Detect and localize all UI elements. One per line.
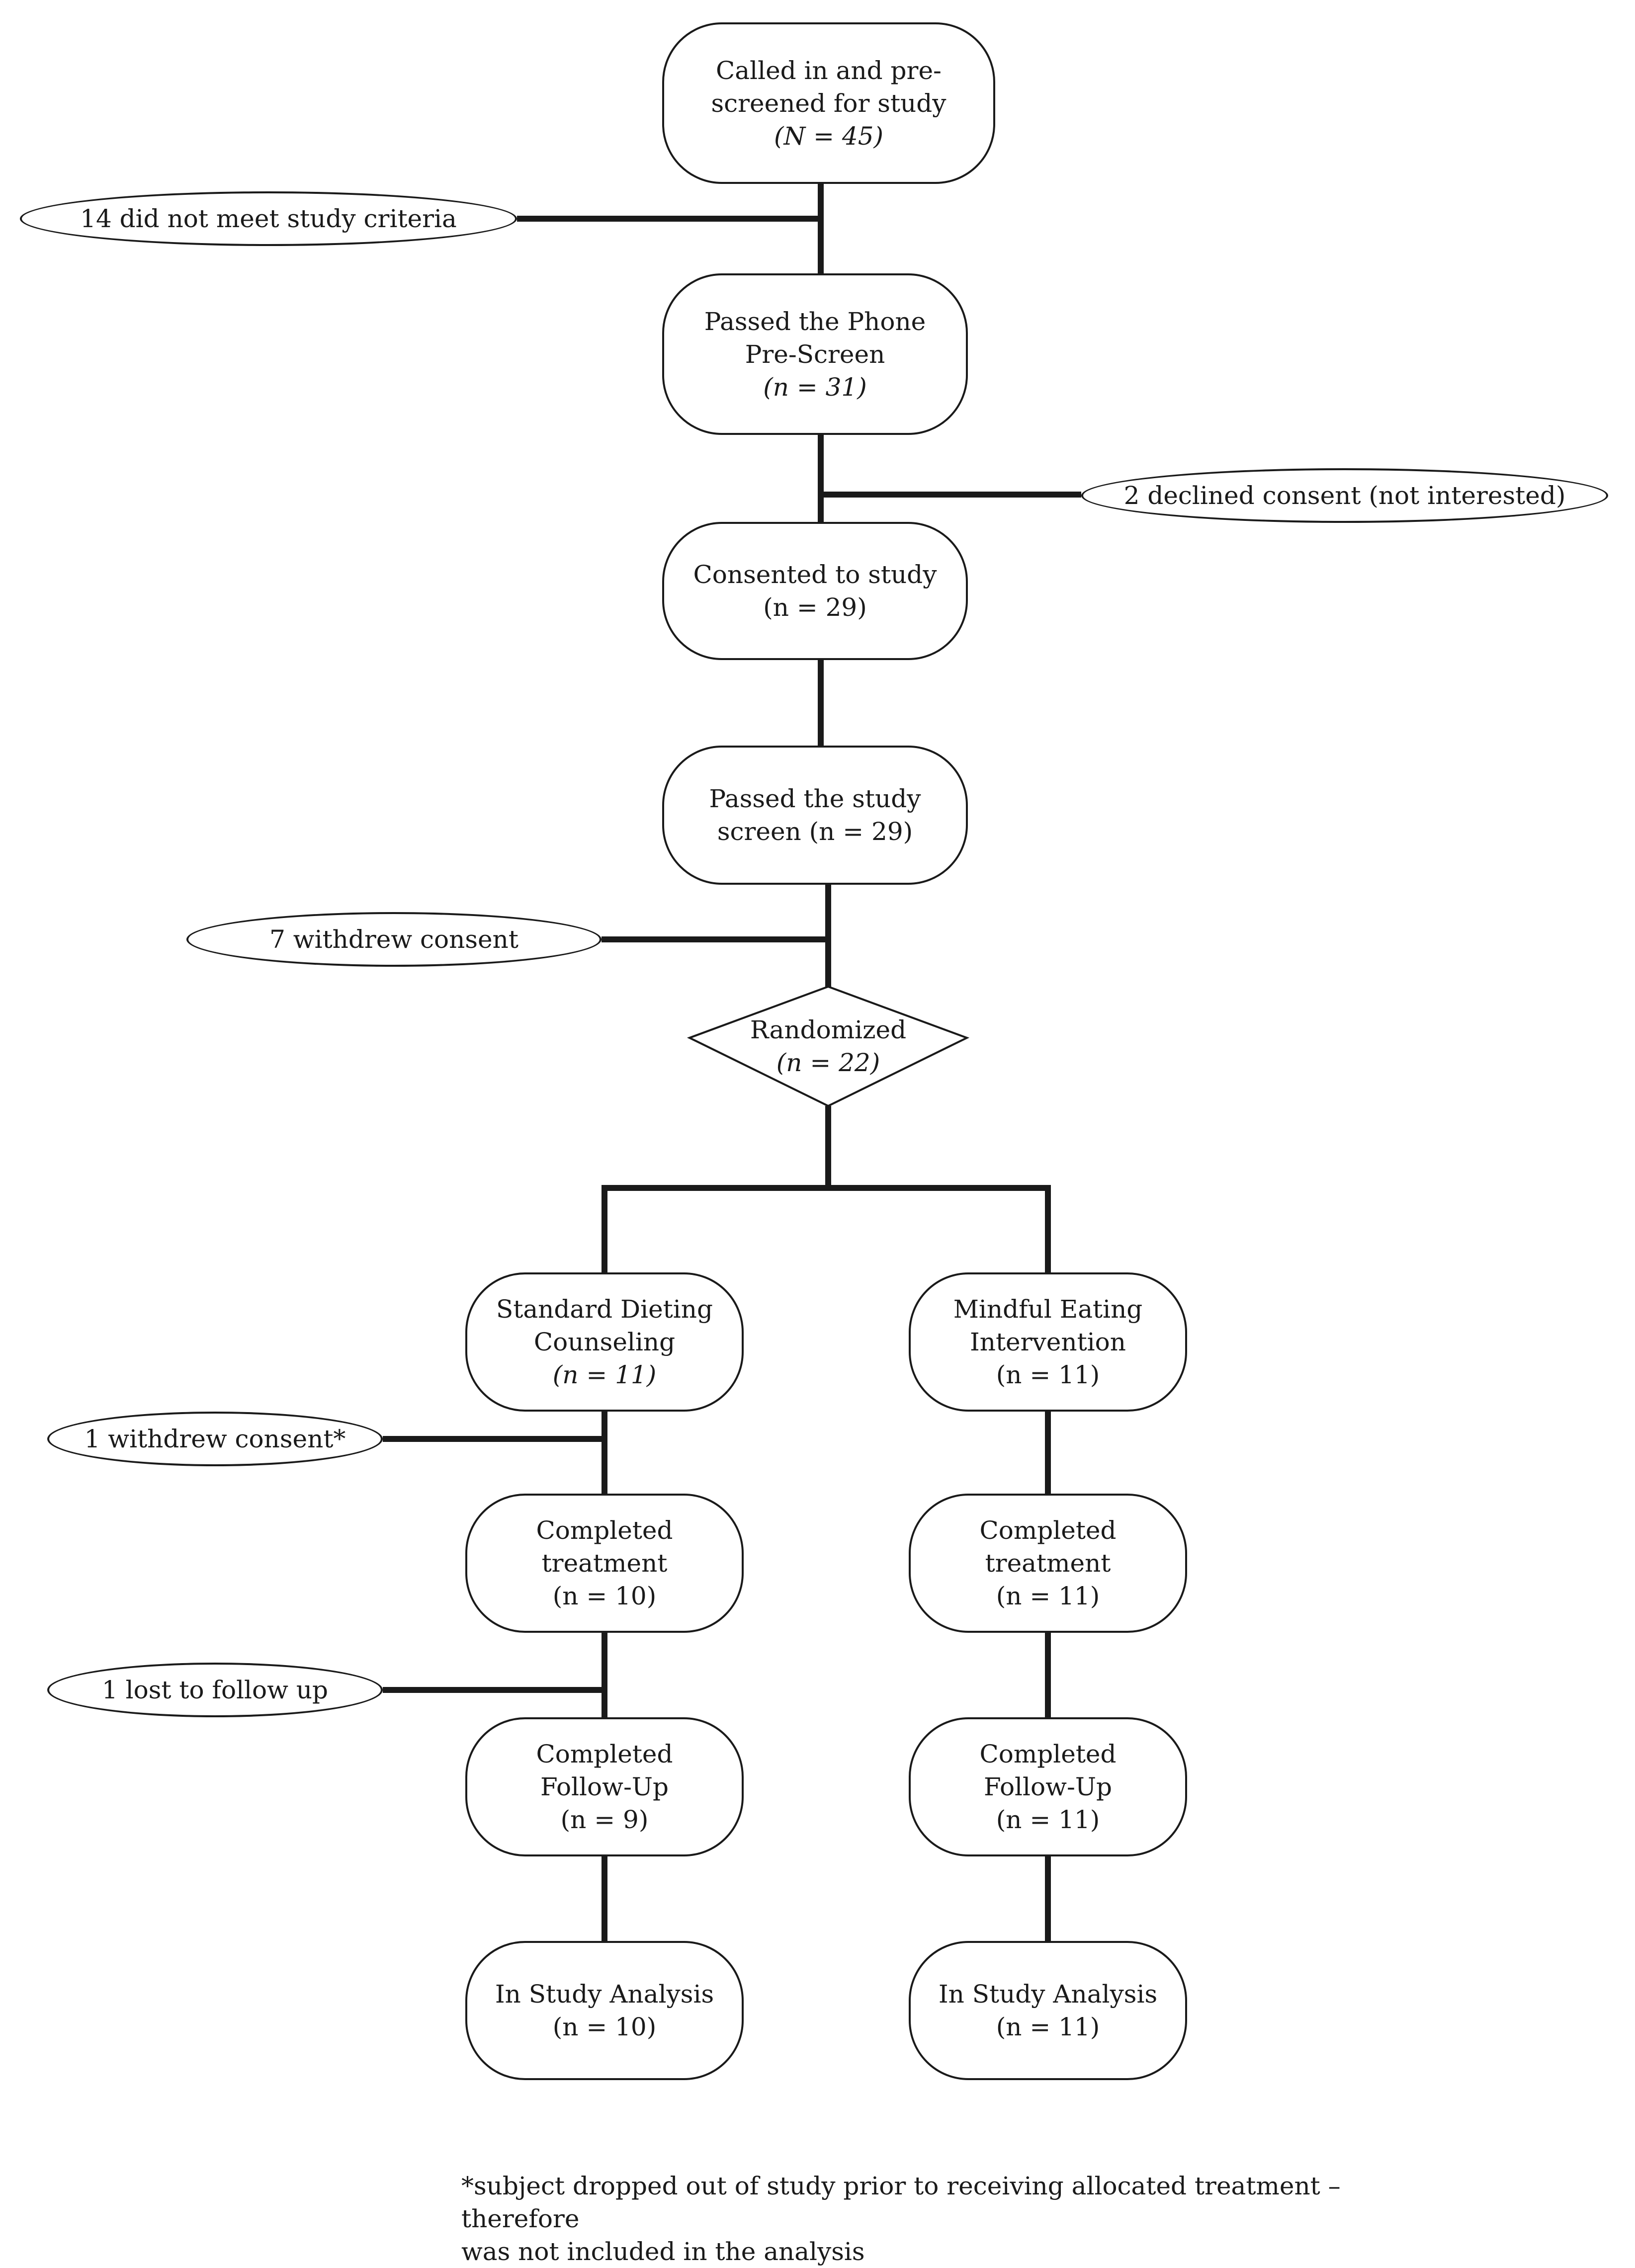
node-sd-analysis-count: (n = 10) bbox=[552, 2013, 657, 2041]
node-me-completed-followup: Completed Follow-Up (n = 11) bbox=[909, 1717, 1187, 1856]
node-mindful-eating-count: (n = 11) bbox=[996, 1360, 1100, 1389]
randomized-diamond bbox=[687, 985, 970, 1107]
node-sd-completed-treatment-line1: Completed bbox=[536, 1516, 673, 1545]
node-randomized-count: (n = 22) bbox=[776, 1048, 880, 1077]
node-consented-line1: Consented to study bbox=[693, 560, 937, 589]
node-mindful-eating: Mindful Eating Intervention (n = 11) bbox=[909, 1272, 1187, 1412]
node-passed-screen-line1: Passed the study bbox=[709, 784, 921, 813]
node-me-completed-treatment-line2: treatment bbox=[985, 1549, 1111, 1578]
node-randomized: Randomized (n = 22) bbox=[696, 987, 960, 1106]
exclusion-criteria-label: 14 did not meet study criteria bbox=[80, 204, 457, 233]
node-sd-analysis: In Study Analysis (n = 10) bbox=[465, 1941, 744, 2080]
node-sd-completed-followup-line1: Completed bbox=[536, 1740, 673, 1768]
node-called-in-count: (N = 45) bbox=[774, 121, 884, 151]
node-consented-count: (n = 29) bbox=[763, 593, 867, 622]
node-me-analysis-line1: In Study Analysis bbox=[938, 1980, 1158, 2009]
node-passed-phone-count: (n = 31) bbox=[763, 372, 867, 402]
node-sd-completed-treatment-count: (n = 10) bbox=[552, 1582, 657, 1610]
node-passed-phone-line1: Passed the Phone bbox=[704, 307, 926, 336]
exclusion-declined-label: 2 declined consent (not interested) bbox=[1123, 481, 1566, 510]
node-sd-completed-treatment-line2: treatment bbox=[541, 1549, 668, 1578]
node-sd-completed-followup-count: (n = 9) bbox=[560, 1805, 649, 1834]
exclusion-declined: 2 declined consent (not interested) bbox=[1081, 468, 1608, 523]
node-sd-completed-followup: Completed Follow-Up (n = 9) bbox=[465, 1717, 744, 1856]
node-me-analysis-count: (n = 11) bbox=[996, 2013, 1100, 2041]
node-called-in: Called in and pre- screened for study (N… bbox=[662, 22, 995, 184]
node-mindful-eating-line1: Mindful Eating bbox=[953, 1295, 1143, 1324]
node-standard-dieting: Standard Dieting Counseling (n = 11) bbox=[465, 1272, 744, 1412]
exclusion-withdrew-1: 1 withdrew consent* bbox=[47, 1412, 383, 1466]
node-consented: Consented to study (n = 29) bbox=[662, 522, 968, 660]
footnote-line1: *subject dropped out of study prior to r… bbox=[461, 2172, 1341, 2233]
node-me-completed-treatment: Completed treatment (n = 11) bbox=[909, 1494, 1187, 1633]
exclusion-lost-followup-label: 1 lost to follow up bbox=[101, 1676, 329, 1704]
node-called-in-line2: screened for study bbox=[711, 88, 947, 118]
node-sd-analysis-line1: In Study Analysis bbox=[495, 1980, 714, 2009]
node-me-completed-treatment-line1: Completed bbox=[979, 1516, 1117, 1545]
node-standard-dieting-line1: Standard Dieting bbox=[496, 1295, 713, 1324]
node-mindful-eating-line2: Intervention bbox=[970, 1328, 1126, 1356]
exclusion-criteria: 14 did not meet study criteria bbox=[20, 191, 517, 246]
footnote: *subject dropped out of study prior to r… bbox=[461, 2170, 1456, 2268]
exclusion-withdrew-7: 7 withdrew consent bbox=[186, 912, 602, 967]
node-me-completed-treatment-count: (n = 11) bbox=[996, 1582, 1100, 1610]
node-me-analysis: In Study Analysis (n = 11) bbox=[909, 1941, 1187, 2080]
exclusion-withdrew-1-label: 1 withdrew consent* bbox=[84, 1425, 346, 1453]
node-passed-phone: Passed the Phone Pre-Screen (n = 31) bbox=[662, 273, 968, 435]
node-passed-phone-line2: Pre-Screen bbox=[745, 339, 885, 369]
node-me-completed-followup-count: (n = 11) bbox=[996, 1805, 1100, 1834]
node-me-completed-followup-line2: Follow-Up bbox=[984, 1772, 1112, 1801]
node-called-in-line1: Called in and pre- bbox=[716, 56, 942, 85]
node-passed-screen-line2: screen (n = 29) bbox=[717, 817, 913, 846]
node-me-completed-followup-line1: Completed bbox=[979, 1740, 1117, 1768]
exclusion-withdrew-7-label: 7 withdrew consent bbox=[269, 925, 518, 954]
footnote-line2: was not included in the analysis bbox=[461, 2237, 865, 2266]
node-passed-screen: Passed the study screen (n = 29) bbox=[662, 746, 968, 885]
node-sd-completed-followup-line2: Follow-Up bbox=[540, 1772, 669, 1801]
exclusion-lost-followup: 1 lost to follow up bbox=[47, 1663, 383, 1717]
node-randomized-line1: Randomized bbox=[750, 1015, 907, 1044]
node-standard-dieting-count: (n = 11) bbox=[552, 1360, 657, 1389]
node-sd-completed-treatment: Completed treatment (n = 10) bbox=[465, 1494, 744, 1633]
node-standard-dieting-line2: Counseling bbox=[533, 1328, 676, 1356]
